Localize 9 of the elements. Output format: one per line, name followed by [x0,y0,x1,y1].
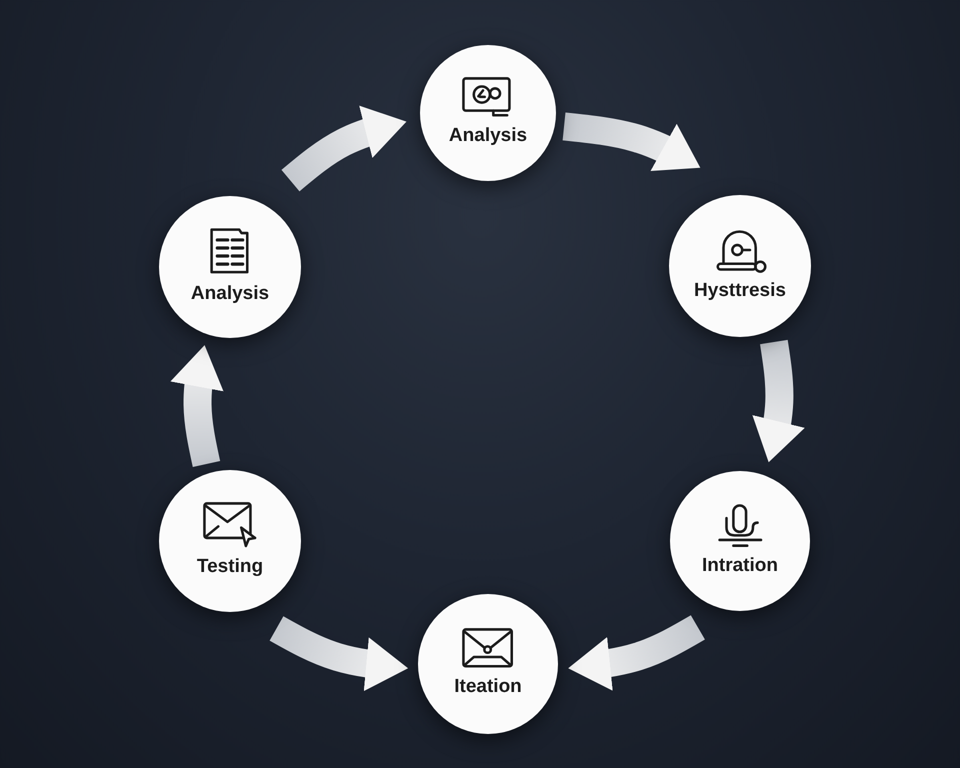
arrow [270,616,410,692]
node-label: Analysis [190,282,270,305]
node-label: Hysttresis [694,280,786,302]
node-label: Intration [702,554,778,576]
node-label: Analysis [448,125,528,148]
node-label: Testing [196,556,264,578]
arrow [566,615,705,691]
node-label: Iteation [454,676,522,698]
arrow [170,342,224,468]
